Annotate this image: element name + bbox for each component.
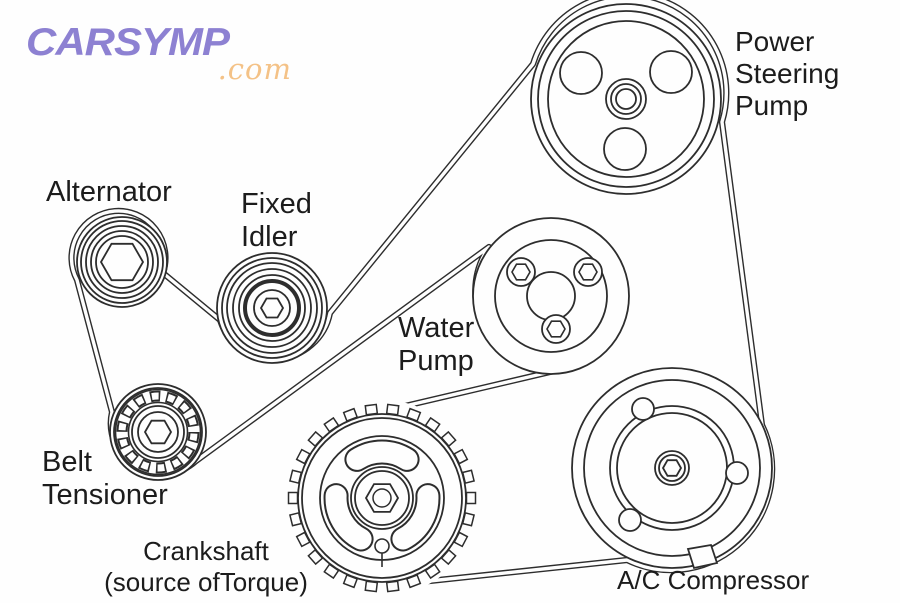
ac-compressor-pulley [571,367,773,570]
belt-tensioner-pulley [109,383,207,481]
logo-brand: CARSYMP [26,19,230,64]
label-belt-tensioner: Belt Tensioner [42,446,168,512]
logo-suffix: .com [217,52,292,86]
fixed-idler-pulley [216,252,328,364]
alternator-pulley [76,216,168,308]
label-crankshaft: Crankshaft (source ofTorque) [104,536,308,598]
crankshaft-pulley-pulley [284,400,480,596]
label-alternator: Alternator [46,176,172,208]
pulley-layer [76,3,773,596]
water-pump-pulley [472,217,630,375]
label-ac-compressor: A/C Compressor [617,565,810,595]
site-logo: CARSYMP .com [26,18,294,86]
label-power-steering-pump: Power Steering Pump [735,26,840,121]
power-steering-pump-pulley [530,3,722,195]
label-water-pump: Water Pump [398,312,475,378]
label-fixed-idler: Fixed Idler [241,188,312,254]
